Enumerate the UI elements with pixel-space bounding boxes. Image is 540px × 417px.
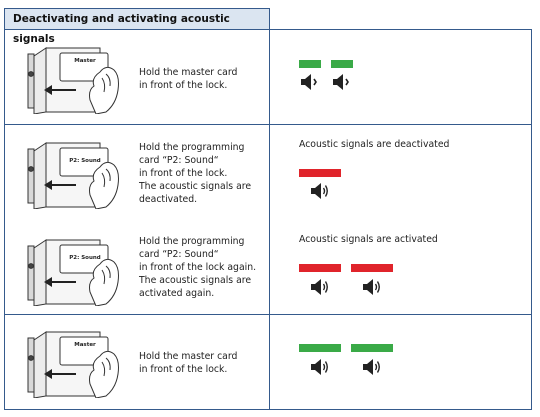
column-divider — [269, 8, 270, 410]
card-label: Master — [74, 58, 96, 64]
instruction-table — [4, 29, 532, 410]
red-led-bar — [299, 169, 341, 177]
row-divider — [4, 314, 532, 315]
instruction-text: Hold the master card in front of the loc… — [139, 351, 238, 375]
row-divider — [4, 124, 532, 125]
card-label: P2: Sound — [69, 158, 101, 164]
signal-status-heading: Acoustic signals are deactivated — [299, 139, 450, 150]
master-card-illustration — [27, 47, 119, 114]
speaker-sound-icon — [311, 359, 328, 375]
speaker-sound-icon — [311, 183, 328, 199]
speaker-short-beep-icon — [301, 74, 317, 90]
instruction-text: Hold the programming card “P2: Sound“ in… — [139, 142, 252, 205]
red-led-bar — [351, 264, 393, 272]
table-title: Deactivating and activating acoustic sig… — [4, 8, 270, 45]
programming-card-illustration — [27, 239, 119, 306]
card-label: P2: Sound — [69, 255, 101, 261]
speaker-short-beep-icon — [333, 74, 349, 90]
green-led-bar — [351, 344, 393, 352]
green-led-bar — [299, 344, 341, 352]
programming-card-illustration — [27, 142, 119, 209]
speaker-sound-icon — [363, 359, 380, 375]
card-label: Master — [74, 342, 96, 348]
red-led-bar — [299, 264, 341, 272]
instruction-text: Hold the master card in front of the loc… — [139, 67, 238, 91]
green-led-bar — [299, 60, 321, 68]
instruction-text: Hold the programming card “P2: Sound“ in… — [139, 236, 257, 299]
green-led-bar — [331, 60, 353, 68]
master-card-illustration — [27, 331, 119, 398]
speaker-sound-icon — [363, 279, 380, 295]
speaker-sound-icon — [311, 279, 328, 295]
signal-status-heading: Acoustic signals are activated — [299, 234, 438, 245]
